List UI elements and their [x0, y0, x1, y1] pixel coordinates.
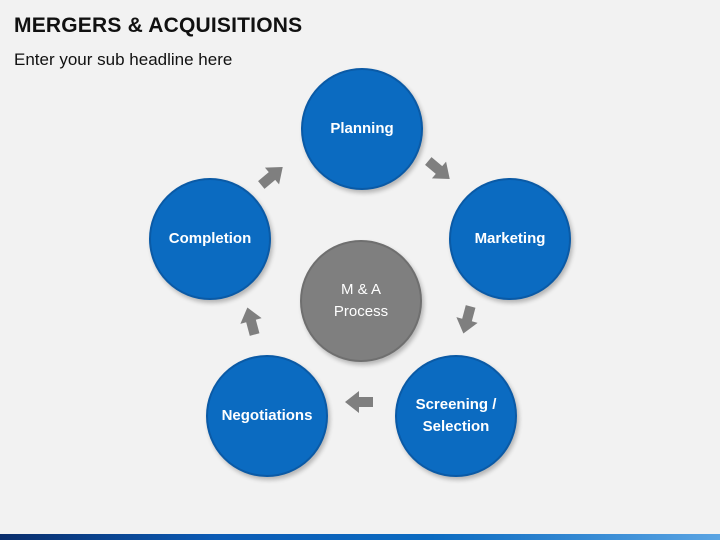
- center-node-label: M & A Process: [333, 281, 389, 320]
- page-subtitle: Enter your sub headline here: [14, 50, 233, 69]
- node-negotiations: Negotiations: [206, 355, 328, 477]
- node-planning-label: Planning: [330, 120, 394, 137]
- node-completion-label: Completion: [168, 230, 252, 247]
- node-planning: Planning: [301, 68, 423, 190]
- node-screening: Screening / Selection: [395, 355, 517, 477]
- node-negotiations-label: Negotiations: [221, 407, 313, 424]
- bottom-accent-bar: [0, 534, 720, 540]
- node-marketing: Marketing: [449, 178, 571, 300]
- page-title: MERGERS & ACQUISITIONS: [14, 14, 303, 37]
- center-node: M & A Process: [300, 240, 422, 362]
- node-marketing-label: Marketing: [474, 230, 546, 247]
- node-completion: Completion: [149, 178, 271, 300]
- node-screening-label: Screening / Selection: [415, 396, 497, 435]
